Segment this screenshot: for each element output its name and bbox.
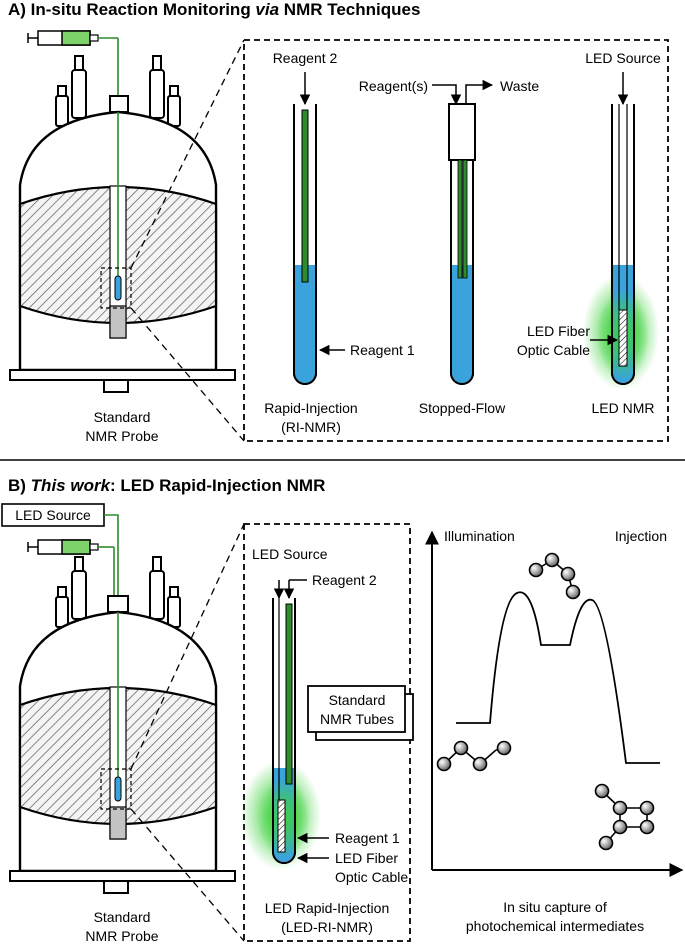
led-caption: LED NMR [591, 400, 654, 416]
profile-caption-line1: In situ capture of [503, 899, 607, 915]
profile-injection-label: Injection [615, 528, 667, 544]
sf-waste-label: Waste [500, 78, 539, 94]
zoom-line-bottom-b [130, 808, 245, 942]
led-ri-caption-line1: LED Rapid-Injection [265, 900, 390, 916]
sf-caption: Stopped-Flow [419, 400, 506, 416]
led-fiber-label-line2: Optic Cable [517, 342, 590, 358]
intermediate-molecule-icon [528, 552, 581, 600]
nmr-probe-a [9, 30, 236, 393]
syringe-icon [27, 539, 115, 596]
profile-illumination-label: Illumination [444, 528, 515, 544]
ri-reagent1-label: Reagent 1 [350, 342, 415, 358]
profile-caption-line2: photochemical intermediates [466, 918, 644, 934]
probe-a-label-line1: Standard [94, 409, 151, 425]
led-fiber-label-line1: LED Fiber [527, 323, 590, 339]
probe-b-label-line2: NMR Probe [85, 928, 158, 944]
energy-profile [425, 530, 684, 877]
led-ri-caption-line2: (LED-RI-NMR) [281, 919, 373, 935]
zoom-line-top-b [130, 523, 245, 770]
syringe-icon [27, 30, 119, 96]
sf-reagents-label: Reagent(s) [359, 78, 428, 94]
panel-a-title: A) In-situ Reaction Monitoring via NMR T… [8, 0, 420, 19]
tube-reagent2-label: Reagent 2 [312, 572, 377, 588]
led-nmr-tube [583, 72, 659, 390]
led-ri-nmr-tube [241, 579, 329, 870]
profile-curve [456, 591, 660, 764]
tube-reagent1-label: Reagent 1 [335, 830, 400, 846]
reactant-molecule-icon [436, 740, 512, 772]
tubes-box-line2: NMR Tubes [320, 711, 394, 727]
led-source-label-a: LED Source [585, 50, 661, 66]
nmr-probe-b [9, 539, 236, 894]
tubes-box-line1: Standard [329, 692, 386, 708]
tube-fiber-label-line1: LED Fiber [335, 850, 398, 866]
probe-a-label-line2: NMR Probe [85, 428, 158, 444]
ri-caption-line2: (RI-NMR) [281, 419, 341, 435]
probe-b-label-line1: Standard [94, 909, 151, 925]
standard-nmr-tubes-box [307, 685, 414, 741]
tube-fiber-label-line2: Optic Cable [335, 869, 408, 885]
ri-caption-line1: Rapid-Injection [264, 400, 357, 416]
led-source-box-label: LED Source [15, 507, 91, 523]
stopped-flow-tube [432, 79, 494, 385]
zoom-line-bottom [130, 307, 245, 442]
zoom-line-top [130, 39, 245, 269]
panel-b-title: B) This work: LED Rapid-Injection NMR [8, 476, 325, 495]
ri-reagent2-label: Reagent 2 [273, 50, 338, 66]
tube-led-source-label: LED Source [252, 546, 328, 562]
techniques-box [243, 39, 669, 442]
ri-nmr-tube [293, 72, 317, 385]
product-molecule-icon [594, 783, 655, 851]
